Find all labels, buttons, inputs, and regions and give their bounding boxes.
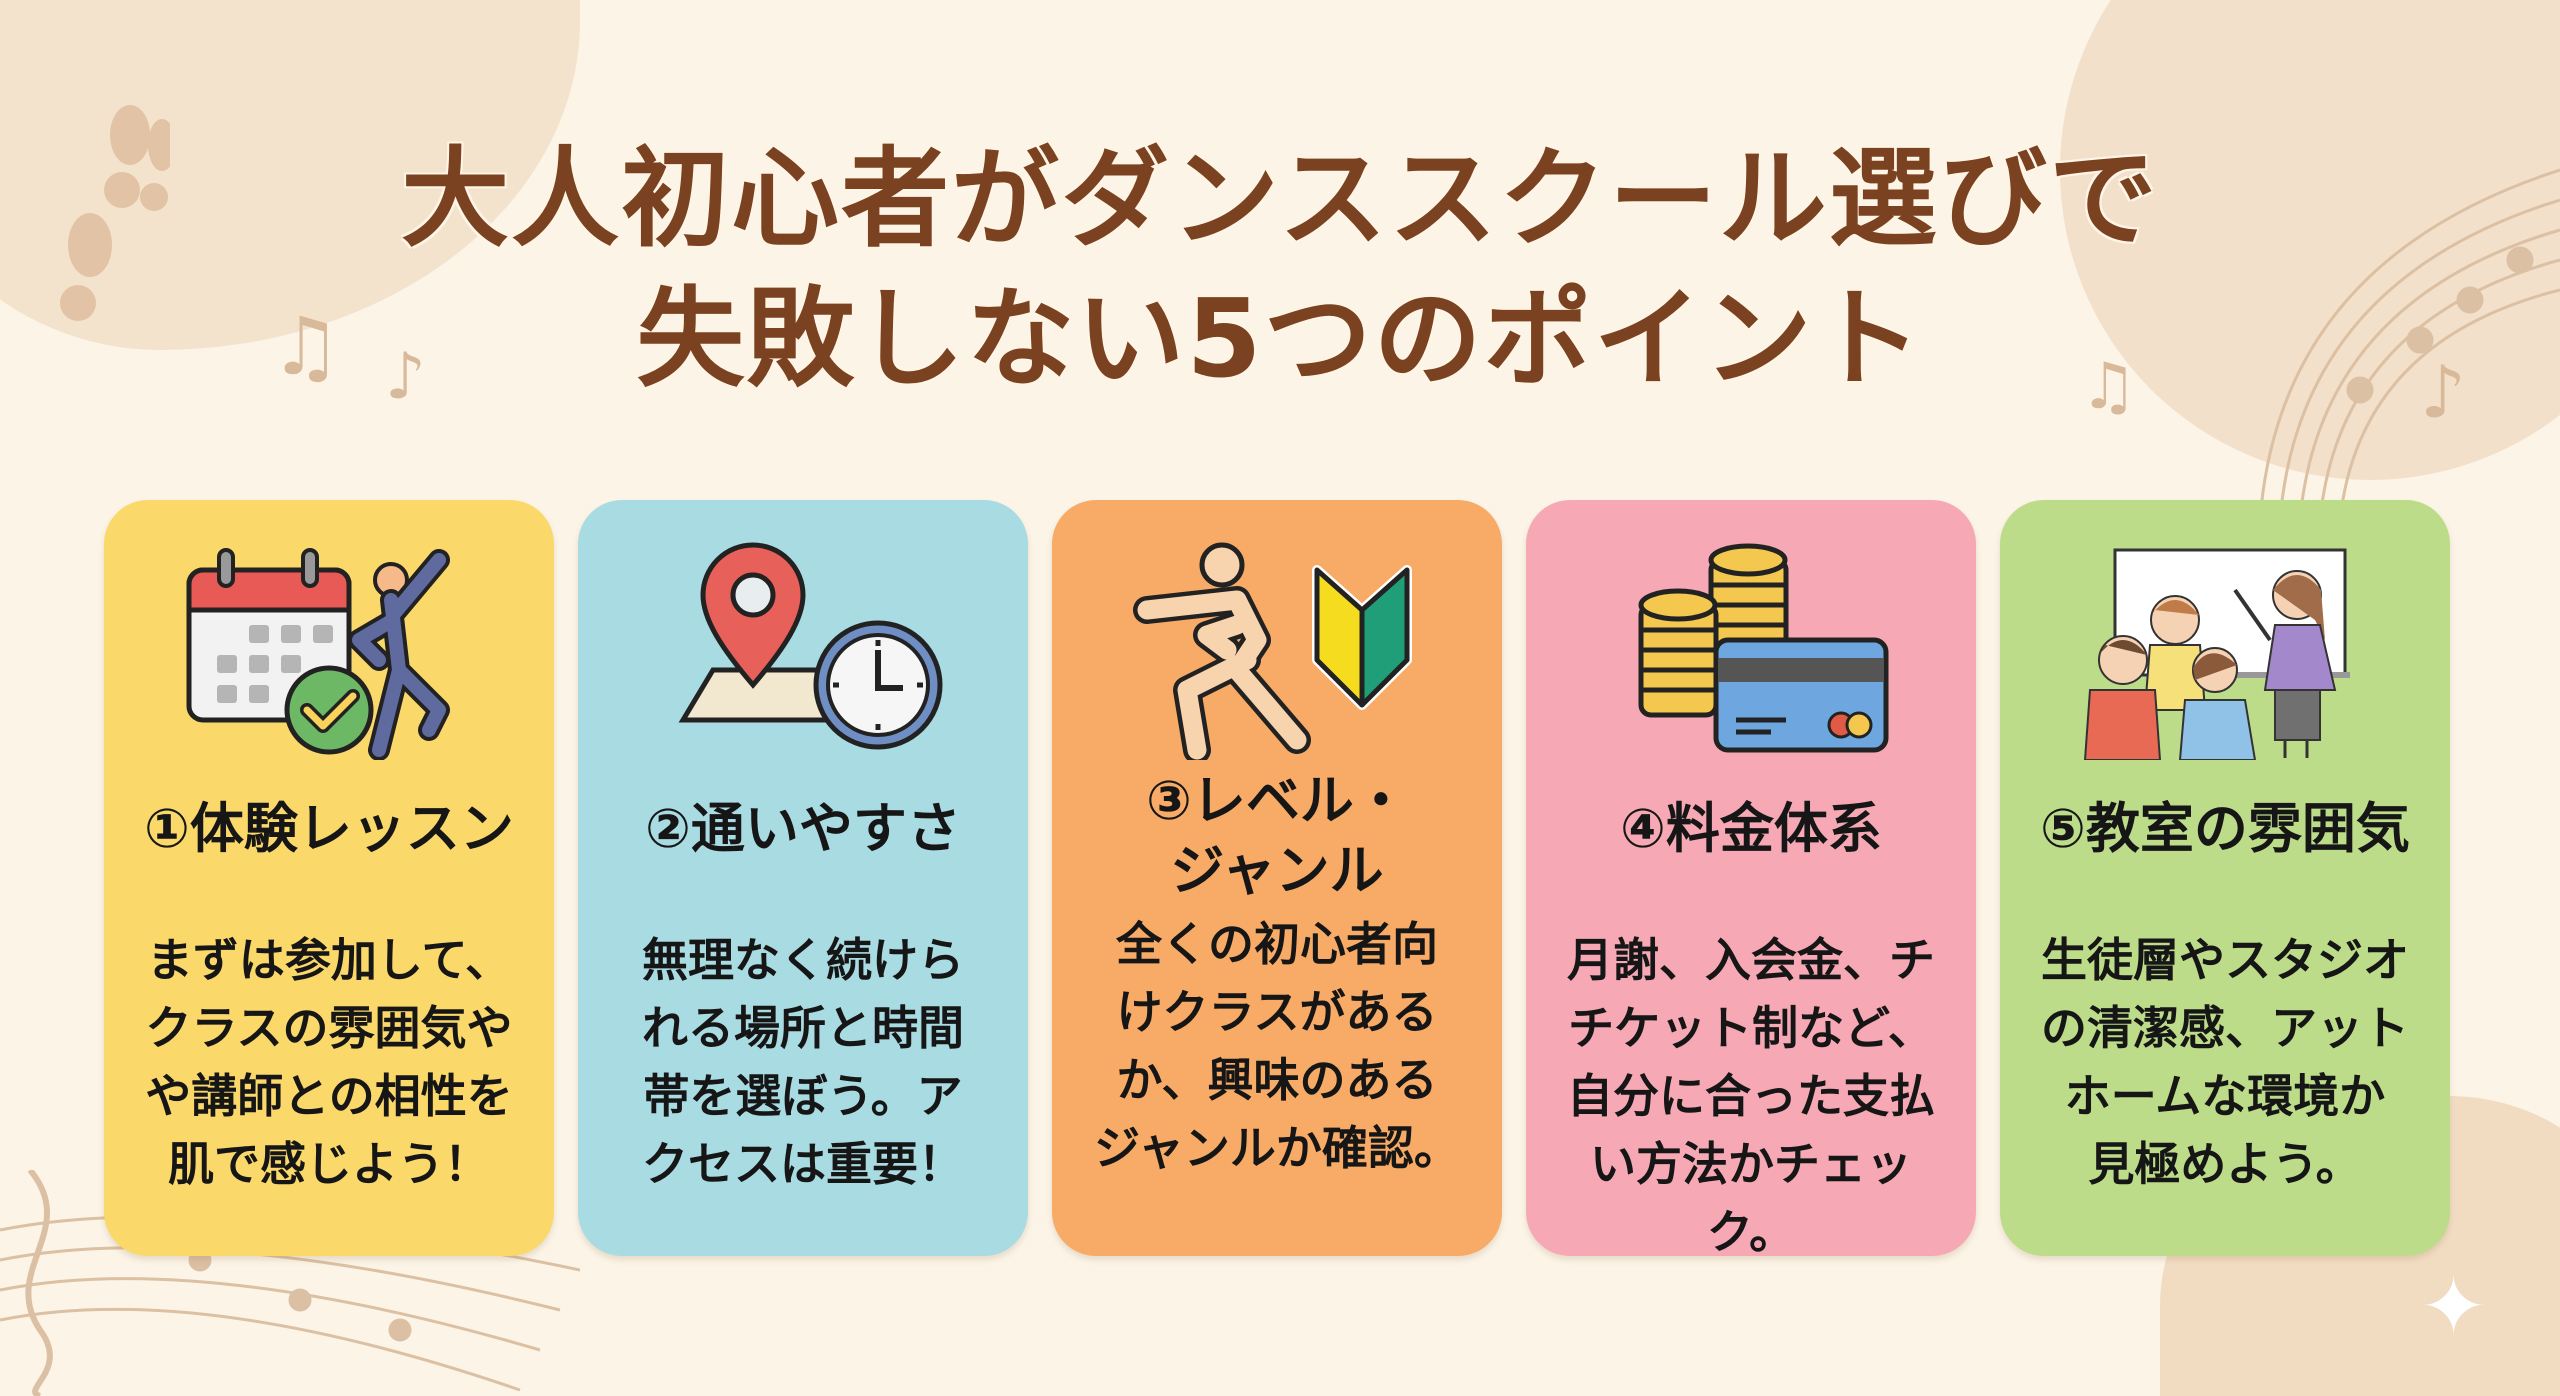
card-title: ⑤教室の雰囲気: [2040, 797, 2410, 860]
card-title: ④料金体系: [1620, 797, 1882, 860]
card-description: 生徒層やスタジオ の清潔感、アット ホームな環境か 見極めよう。: [2041, 933, 2409, 1191]
footprints-icon: [60, 105, 170, 321]
point-card-level-genre: ③レベル・ ジャンル 全くの初心者向 けクラスがある か、興味のある ジャンルか…: [1052, 500, 1502, 1256]
sparkle-icon: ✦: [2420, 1260, 2488, 1353]
card-description: 全くの初心者向 けクラスがある か、興味のある ジャンルか確認。: [1094, 917, 1460, 1175]
dancer-beginner-mark-icon: [1127, 540, 1427, 760]
music-staff-top-right-icon: [2258, 168, 2560, 520]
music-note-icon: ♫: [270, 300, 342, 393]
coins-credit-card-icon: [1601, 540, 1901, 760]
card-description: 月謝、入会金、チ チケット制など、 自分に合った支払 い方法かチェック。: [1567, 933, 1935, 1259]
points-card-list: ①体験レッスン まずは参加して、 クラスの雰囲気や や講師との相性を 肌で感じよ…: [104, 500, 2450, 1259]
title-line-2: 失敗しない5つのポイント: [636, 277, 1924, 402]
music-note-icon: ♪: [385, 340, 426, 414]
card-title: ①体験レッスン: [144, 797, 514, 860]
map-pin-clock-icon: [653, 540, 953, 760]
point-card-accessibility: ②通いやすさ 無理なく続けら れる場所と時間 帯を選ぼう。ア クセスは重要！: [578, 500, 1028, 1256]
classroom-teacher-students-icon: [2075, 540, 2375, 760]
calendar-check-dancer-icon: [179, 540, 479, 760]
card-title: ②通いやすさ: [645, 797, 961, 860]
music-note-icon: ♪: [2420, 350, 2466, 434]
page-title: 大人初心者がダンススクール選びで 失敗しない5つのポイント: [0, 130, 2560, 410]
point-card-pricing: ④料金体系 月謝、入会金、チ チケット制など、 自分に合った支払 い方法かチェッ…: [1526, 500, 1976, 1259]
title-line-1: 大人初心者がダンススクール選びで: [401, 137, 2159, 262]
point-card-trial-lesson: ①体験レッスン まずは参加して、 クラスの雰囲気や や講師との相性を 肌で感じよ…: [104, 500, 554, 1256]
point-card-atmosphere: ⑤教室の雰囲気 生徒層やスタジオ の清潔感、アット ホームな環境か 見極めよう。: [2000, 500, 2450, 1256]
card-description: 無理なく続けら れる場所と時間 帯を選ぼう。ア クセスは重要！: [642, 933, 964, 1191]
card-description: まずは参加して、 クラスの雰囲気や や講師との相性を 肌で感じよう！: [145, 933, 513, 1191]
card-title: ③レベル・ ジャンル: [1146, 769, 1408, 902]
music-note-icon: ♫: [2080, 350, 2138, 424]
